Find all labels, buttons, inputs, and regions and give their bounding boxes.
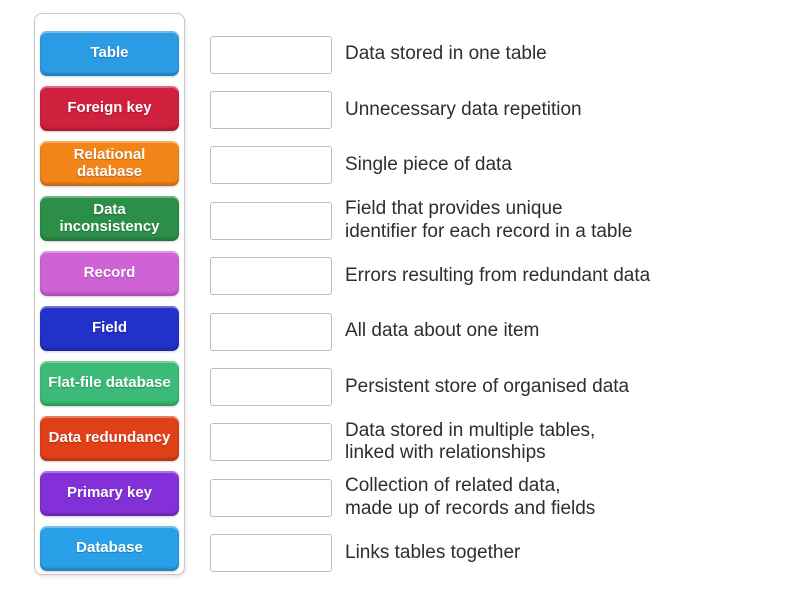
answer-slot[interactable]: [210, 423, 332, 462]
definition-text: Persistent store of organised data: [345, 375, 630, 397]
answer-slot[interactable]: [210, 201, 332, 240]
match-row: Errors resulting from redundant data: [210, 249, 790, 304]
answer-slot[interactable]: [210, 312, 332, 351]
match-row: Collection of related data, made up of r…: [210, 470, 790, 525]
answer-slot[interactable]: [210, 368, 332, 407]
term-tile-data-inconsistency[interactable]: Data inconsistency: [40, 196, 179, 241]
answer-slot[interactable]: [210, 146, 332, 185]
definition-text: Errors resulting from redundant data: [345, 265, 651, 287]
term-tile-field[interactable]: Field: [40, 306, 179, 351]
term-tile-data-redundancy[interactable]: Data redundancy: [40, 416, 179, 461]
term-tile-foreign-key[interactable]: Foreign key: [40, 86, 179, 131]
term-tile-database[interactable]: Database: [40, 526, 179, 571]
match-row: Single piece of data: [210, 138, 790, 193]
definition-text: Links tables together: [345, 542, 521, 563]
term-tile-table[interactable]: Table: [40, 31, 179, 76]
definition-text: All data about one item: [345, 320, 540, 342]
definition-text: Collection of related data, made up of r…: [345, 475, 596, 519]
match-row: Field that provides unique identifier fo…: [210, 193, 790, 248]
answer-slot[interactable]: [210, 534, 332, 573]
definition-text: Data stored in one table: [345, 43, 547, 65]
definition-text: Single piece of data: [345, 154, 512, 176]
term-tile-flat-file-database[interactable]: Flat-file database: [40, 361, 179, 406]
definition-text: Field that provides unique identifier fo…: [345, 198, 633, 242]
term-tile-record[interactable]: Record: [40, 251, 179, 296]
term-tiles-column: Table Foreign key Relational database Da…: [40, 31, 179, 571]
term-tile-relational-database[interactable]: Relational database: [40, 141, 179, 186]
match-row: Links tables together: [210, 526, 790, 581]
answer-slot[interactable]: [210, 91, 332, 130]
answer-slot[interactable]: [210, 35, 332, 74]
match-row: Data stored in one table: [210, 27, 790, 82]
match-row: Unnecessary data repetition: [210, 82, 790, 137]
answer-slot[interactable]: [210, 257, 332, 296]
match-row: Persistent store of organised data: [210, 359, 790, 414]
definition-text: Unnecessary data repetition: [345, 98, 582, 120]
match-row: Data stored in multiple tables, linked w…: [210, 415, 790, 470]
definitions-column: Data stored in one table Unnecessary dat…: [210, 27, 790, 581]
answer-slot[interactable]: [210, 478, 332, 517]
term-tile-primary-key[interactable]: Primary key: [40, 471, 179, 516]
match-row: All data about one item: [210, 304, 790, 359]
definition-text: Data stored in multiple tables, linked w…: [345, 420, 596, 464]
